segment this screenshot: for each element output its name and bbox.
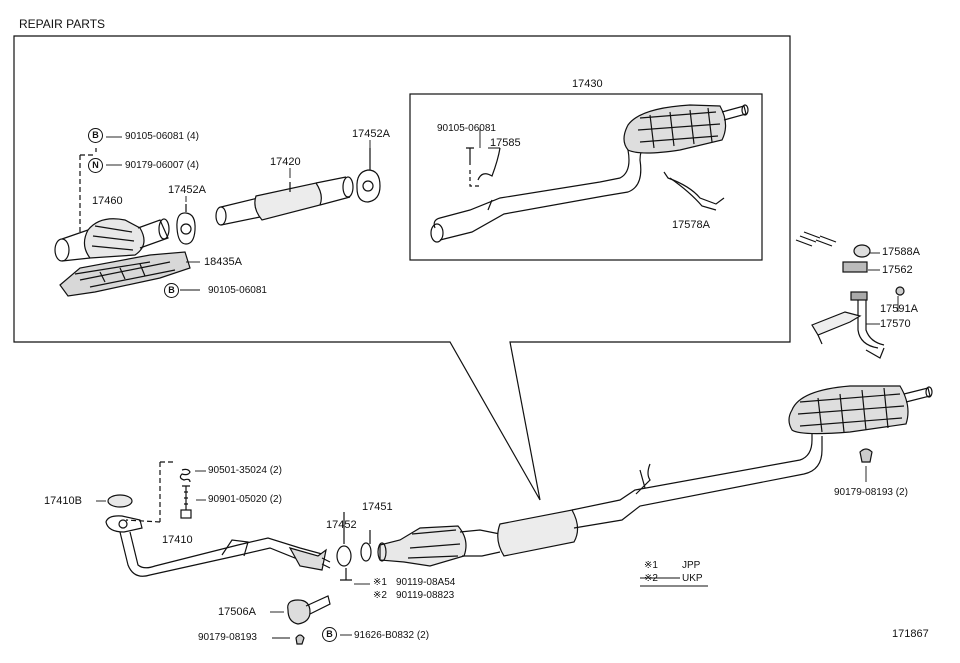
mount-17588A-drawing	[795, 231, 905, 296]
legend-code-2: UKP	[682, 573, 703, 584]
hanger-17506A-drawing	[287, 595, 331, 645]
muffler-main-drawing	[788, 385, 933, 435]
label-17420: 17420	[270, 156, 301, 168]
label-17578A: 17578A	[672, 219, 710, 231]
leader-lines	[96, 128, 899, 639]
marker-b-bottom: B	[322, 627, 337, 642]
label-mark2-part: 90119-08823	[396, 590, 455, 601]
ref-mark-1: ※1	[373, 577, 387, 588]
gasket-17452A-left-drawing	[176, 204, 196, 245]
nut-right-drawing	[859, 448, 873, 463]
pipe-17420-drawing	[215, 176, 354, 226]
pipe-center-lower-drawing	[497, 424, 823, 557]
label-90179-08193-bottom: 90179-08193	[198, 632, 257, 643]
label-top-b1-part: 90105-06081 (4)	[125, 131, 199, 142]
inset-frame	[13, 35, 791, 501]
label-mark1-part: 90119-08A54	[396, 577, 456, 588]
converter-17460-drawing	[54, 148, 191, 297]
illustration-id: 171867	[892, 628, 929, 640]
converter-lower-drawing	[377, 525, 501, 567]
gasket-17452A-right-drawing	[356, 148, 381, 203]
ref-mark-2: ※2	[373, 590, 387, 601]
marker-b-mid: B	[164, 283, 179, 298]
label-17451: 17451	[362, 501, 393, 513]
label-17430: 17430	[572, 78, 603, 90]
page-title: REPAIR PARTS	[19, 17, 106, 31]
muffler-17430-drawing	[430, 104, 749, 243]
pipe-17410-drawing	[105, 515, 331, 577]
label-18435A: 18435A	[204, 256, 242, 268]
label-17452A-left: 17452A	[168, 184, 206, 196]
label-90901-05020: 90901-05020 (2)	[208, 494, 282, 505]
label-17452: 17452	[326, 519, 357, 531]
marker-n: N	[88, 158, 103, 173]
inset-subbox-17430	[409, 93, 763, 261]
bolt-90105-06081-drawing	[466, 147, 501, 187]
legend-mark-1: ※1	[644, 560, 658, 571]
label-17460: 17460	[92, 195, 123, 207]
label-90105-06081: 90105-06081	[437, 123, 496, 134]
label-90179-08193-right: 90179-08193 (2)	[834, 487, 908, 498]
label-top-b2-part: 90105-06081	[208, 285, 267, 296]
label-17570: 17570	[880, 318, 911, 330]
label-17410: 17410	[162, 534, 193, 546]
gasket-17452-drawing	[336, 512, 372, 581]
label-17506A: 17506A	[218, 606, 256, 618]
marker-b-top: B	[88, 128, 103, 143]
gasket-17410B-drawing	[107, 494, 133, 508]
label-bottom-b-part: 91626-B0832 (2)	[354, 630, 430, 641]
bracket-17570-drawing	[811, 291, 885, 359]
legend-code-1: JPP	[682, 560, 701, 571]
label-17562: 17562	[882, 264, 913, 276]
label-17452A-right: 17452A	[352, 128, 390, 140]
label-17588A: 17588A	[882, 246, 920, 258]
label-17591A: 17591A	[880, 303, 918, 315]
label-17410B: 17410B	[44, 495, 82, 507]
label-90501-35024: 90501-35024 (2)	[208, 465, 282, 476]
label-17585: 17585	[490, 137, 521, 149]
label-top-n-part: 90179-06007 (4)	[125, 160, 199, 171]
spring-bolt-drawing	[125, 461, 192, 523]
hanger-17578A-drawing	[663, 171, 725, 211]
legend-mark-2: ※2	[644, 573, 658, 584]
